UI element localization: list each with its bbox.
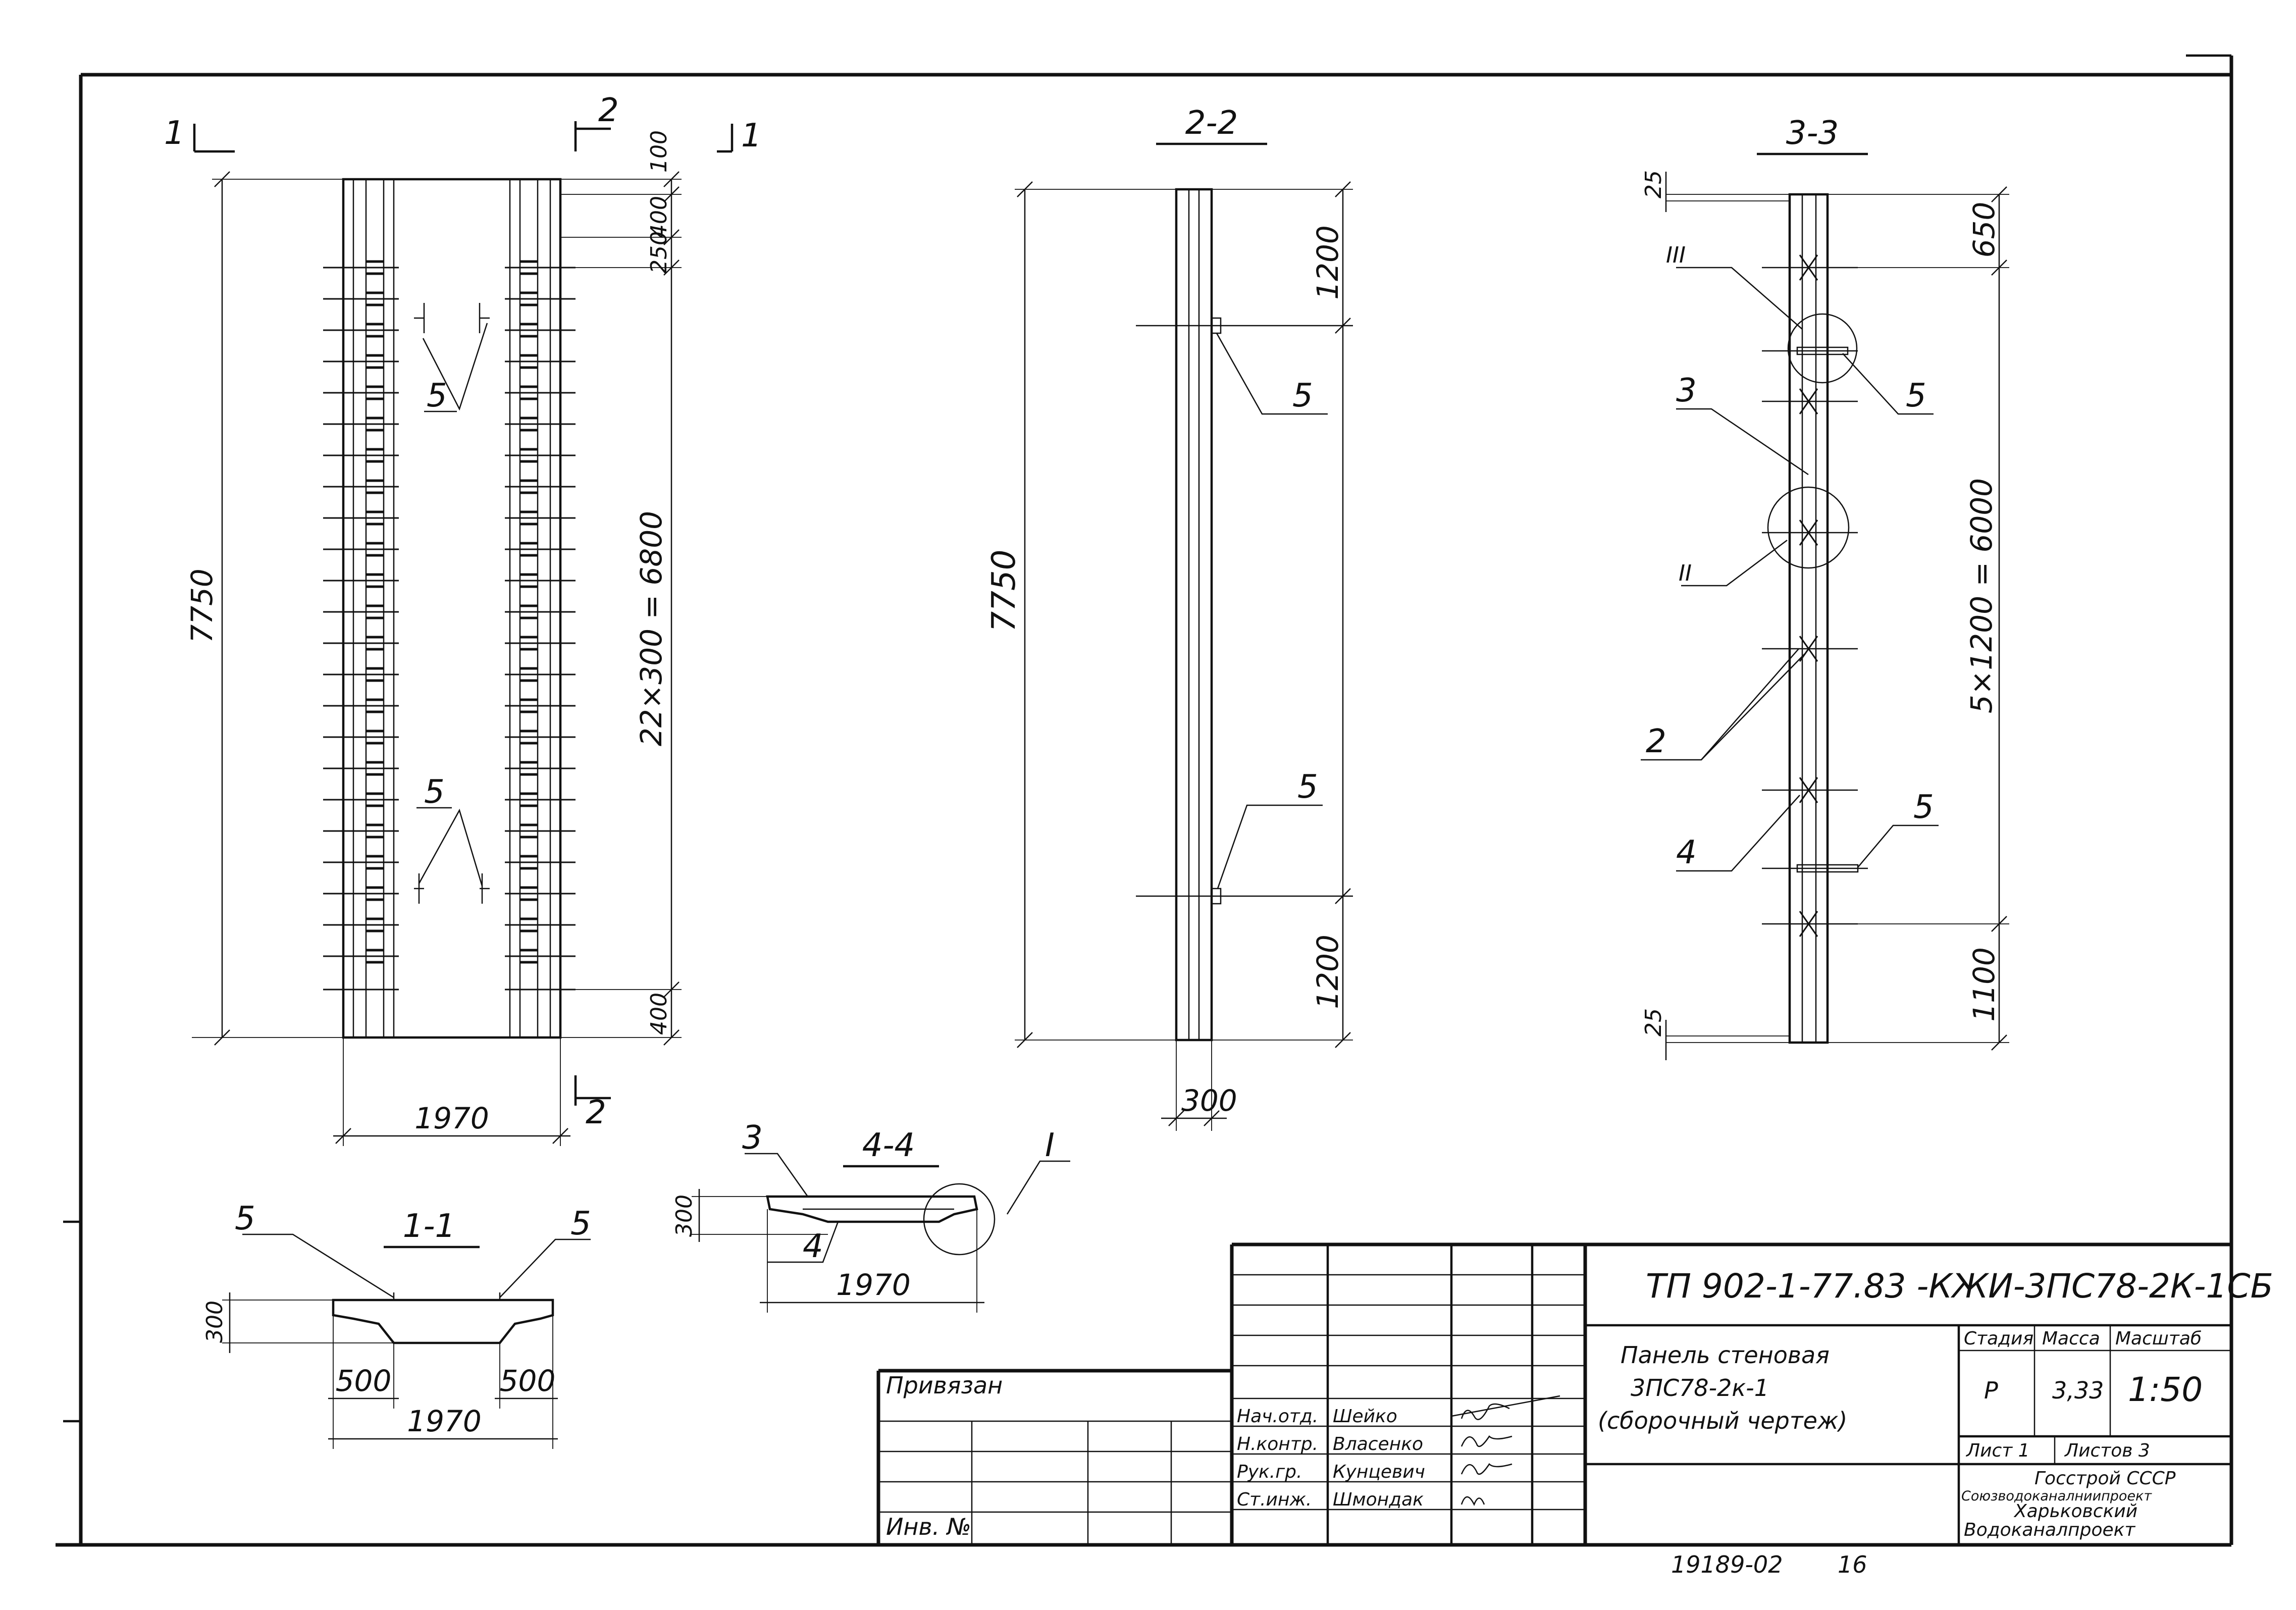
section-1-1-profile [332, 1299, 554, 1344]
item-name-line2: 3ПС78-2к-1 [1631, 1374, 1769, 1401]
stage-header: Стадия [1964, 1328, 2033, 1349]
section-3-3-callout-4: 4 [1676, 834, 1697, 871]
scale-value: 1:50 [2128, 1370, 2203, 1409]
signature-1 [1460, 1403, 1510, 1420]
section-3-3: 3-3 III 3 5 II 2 4 5 [1641, 115, 2009, 1060]
bound-label: Привязан [886, 1372, 1003, 1399]
node-II-circle [1767, 486, 1850, 569]
section-4-4-node-I: I [1045, 1127, 1055, 1164]
section-2-2-callout-upper: 5 [1292, 377, 1313, 414]
section-3-3-dim-chain: 5×1200 = 6000 [1964, 478, 1999, 713]
section-1-1-title: 1-1 [403, 1208, 456, 1245]
stage-value: Р [1984, 1377, 1998, 1404]
sheet-frame [56, 54, 2233, 1547]
section-4-4-callout-4: 4 [803, 1228, 823, 1265]
role-3: Рук.гр. [1237, 1462, 1302, 1482]
page-number: 16 [1838, 1551, 1867, 1578]
signature-4 [1460, 1496, 1485, 1507]
cut-mark-1-left: 1 [164, 115, 185, 152]
section-1-1-width: 1970 [407, 1404, 482, 1438]
section-1-1-callout-left: 5 [235, 1200, 255, 1237]
inventory-label: Инв. № [886, 1513, 971, 1540]
section-3-3-callout-5b: 5 [1913, 789, 1934, 826]
section-2-2: 2-2 5 5 7750 1200 1200 [985, 105, 1353, 1131]
role-2: Н.контр. [1237, 1434, 1318, 1455]
section-4-4-height: 300 [671, 1194, 697, 1237]
section-3-3-dim-cover-bottom: 25 [1641, 1008, 1666, 1036]
section-2-2-thickness: 300 [1181, 1083, 1237, 1118]
title-block: Привязан Инв. № Нач.отд. Шейко Н.контр. … [876, 1242, 2273, 1578]
section-2-2-dim-bottom: 1200 [1311, 934, 1345, 1009]
item-name-line3: (сборочный чертеж) [1598, 1407, 1847, 1434]
org-line3: Харьковский [2013, 1501, 2137, 1522]
elevation-dim-400-bottom: 400 [646, 993, 672, 1035]
mass-header: Масса [2042, 1328, 2100, 1349]
section-3-3-callout-3: 3 [1676, 372, 1697, 409]
name-2: Власенко [1333, 1434, 1423, 1455]
sheets-label: Листов 3 [2064, 1440, 2150, 1461]
section-4-4-profile [766, 1195, 978, 1223]
elevation-dim-400-top: 400 [646, 196, 672, 238]
elevation-dim-250: 250 [646, 231, 672, 274]
item-name-line1: Панель стеновая [1621, 1341, 1830, 1369]
elevation-width: 1970 [414, 1101, 489, 1135]
elevation-overall-height: 7750 [185, 568, 219, 643]
section-3-3-title: 3-3 [1786, 115, 1839, 152]
role-1: Нач.отд. [1237, 1406, 1318, 1427]
elevation-dim-chain: 22×300 = 6800 [634, 511, 668, 746]
document-code: ТП 902-1-77.83 -КЖИ-3ПС78-2К-1СБ [1646, 1267, 2273, 1306]
section-3-3-dim-top: 650 [1967, 202, 2001, 258]
section-2-2-callout-lower: 5 [1297, 768, 1318, 806]
signature-2 [1460, 1435, 1512, 1447]
reinforcement-rungs [323, 260, 576, 991]
elevation-dim-100: 100 [646, 130, 672, 173]
name-4: Шмондак [1333, 1489, 1424, 1510]
section-3-3-callout-2: 2 [1646, 723, 1666, 760]
org-line2: Союзводоканалниипроект [1961, 1488, 2152, 1504]
section-3-3-dim-cover-top: 25 [1641, 170, 1666, 198]
signature-3 [1460, 1463, 1512, 1475]
section-3-3-node-II: II [1679, 560, 1692, 586]
node-III-circle [1787, 313, 1858, 384]
mass-value: 3,33 [2052, 1377, 2104, 1404]
section-2-2-title: 2-2 [1185, 105, 1238, 142]
section-2-2-outline [1175, 188, 1213, 1042]
node-I-circle [923, 1183, 996, 1256]
section-4-4-title: 4-4 [862, 1127, 915, 1164]
section-2-2-height: 7750 [985, 550, 1023, 632]
panel-outline [342, 178, 562, 1039]
section-4-4-callout-3: 3 [742, 1119, 763, 1157]
section-3-3-dim-bottom: 1100 [1967, 947, 2001, 1022]
org-line4: Водоканалпроект [1964, 1520, 2135, 1540]
cut-mark-1-right: 1 [741, 117, 762, 154]
role-4: Ст.инж. [1237, 1489, 1312, 1510]
elevation-callout-lower: 5 [424, 773, 445, 811]
section-4-4: 4-4 3 I 4 300 1970 [671, 1119, 1070, 1313]
cut-mark-2-top: 2 [598, 92, 619, 129]
section-1-1-offset-left: 500 [336, 1364, 392, 1398]
elevation-view: 5 5 1 1 2 2 7750 [164, 92, 762, 1146]
org-line1: Госстрой СССР [2034, 1468, 2176, 1489]
sheet-label: Лист 1 [1965, 1440, 2030, 1461]
section-3-3-callout-5a: 5 [1906, 377, 1926, 414]
name-1: Шейко [1333, 1406, 1397, 1427]
section-2-2-dim-top: 1200 [1311, 225, 1345, 300]
section-1-1-offset-right: 500 [500, 1364, 556, 1398]
elevation-callout-upper: 5 [427, 377, 447, 414]
section-1-1-height: 300 [202, 1301, 228, 1343]
section-4-4-width: 1970 [836, 1268, 911, 1302]
section-1-1: 1-1 5 5 300 500 500 1970 [202, 1200, 591, 1449]
section-3-3-outline [1788, 193, 1829, 1044]
section-3-3-node-III: III [1666, 242, 1686, 268]
cut-mark-2-bottom: 2 [586, 1094, 606, 1131]
section-1-1-callout-right: 5 [570, 1205, 591, 1242]
scale-header: Масштаб [2115, 1328, 2202, 1349]
name-3: Кунцевич [1333, 1462, 1425, 1482]
archive-number: 19189-02 [1671, 1551, 1783, 1578]
